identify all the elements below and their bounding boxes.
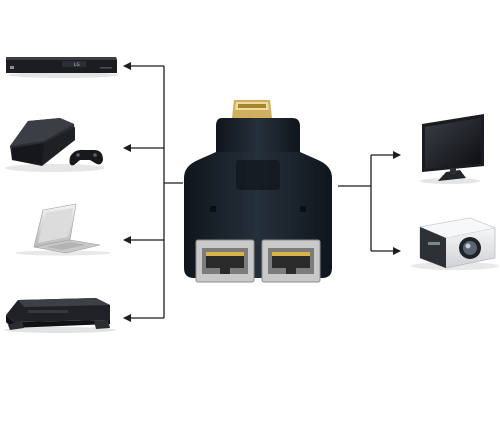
source-connector-lines [123, 62, 183, 322]
dvd-player-icon [4, 298, 116, 333]
set-top-box-icon [6, 57, 118, 78]
laptop-icon [15, 203, 111, 256]
hdmi-to-dual-rj45-adapter-icon [184, 100, 332, 283]
rj45-port-left [195, 239, 255, 283]
game-console-icon [5, 118, 105, 172]
hdmi-port [232, 100, 272, 118]
display-connector-lines [338, 151, 401, 255]
set-top-box-label: LG [74, 62, 80, 67]
tv-icon [420, 114, 484, 184]
rj45-port-right [261, 239, 321, 283]
projector-icon [411, 217, 499, 270]
